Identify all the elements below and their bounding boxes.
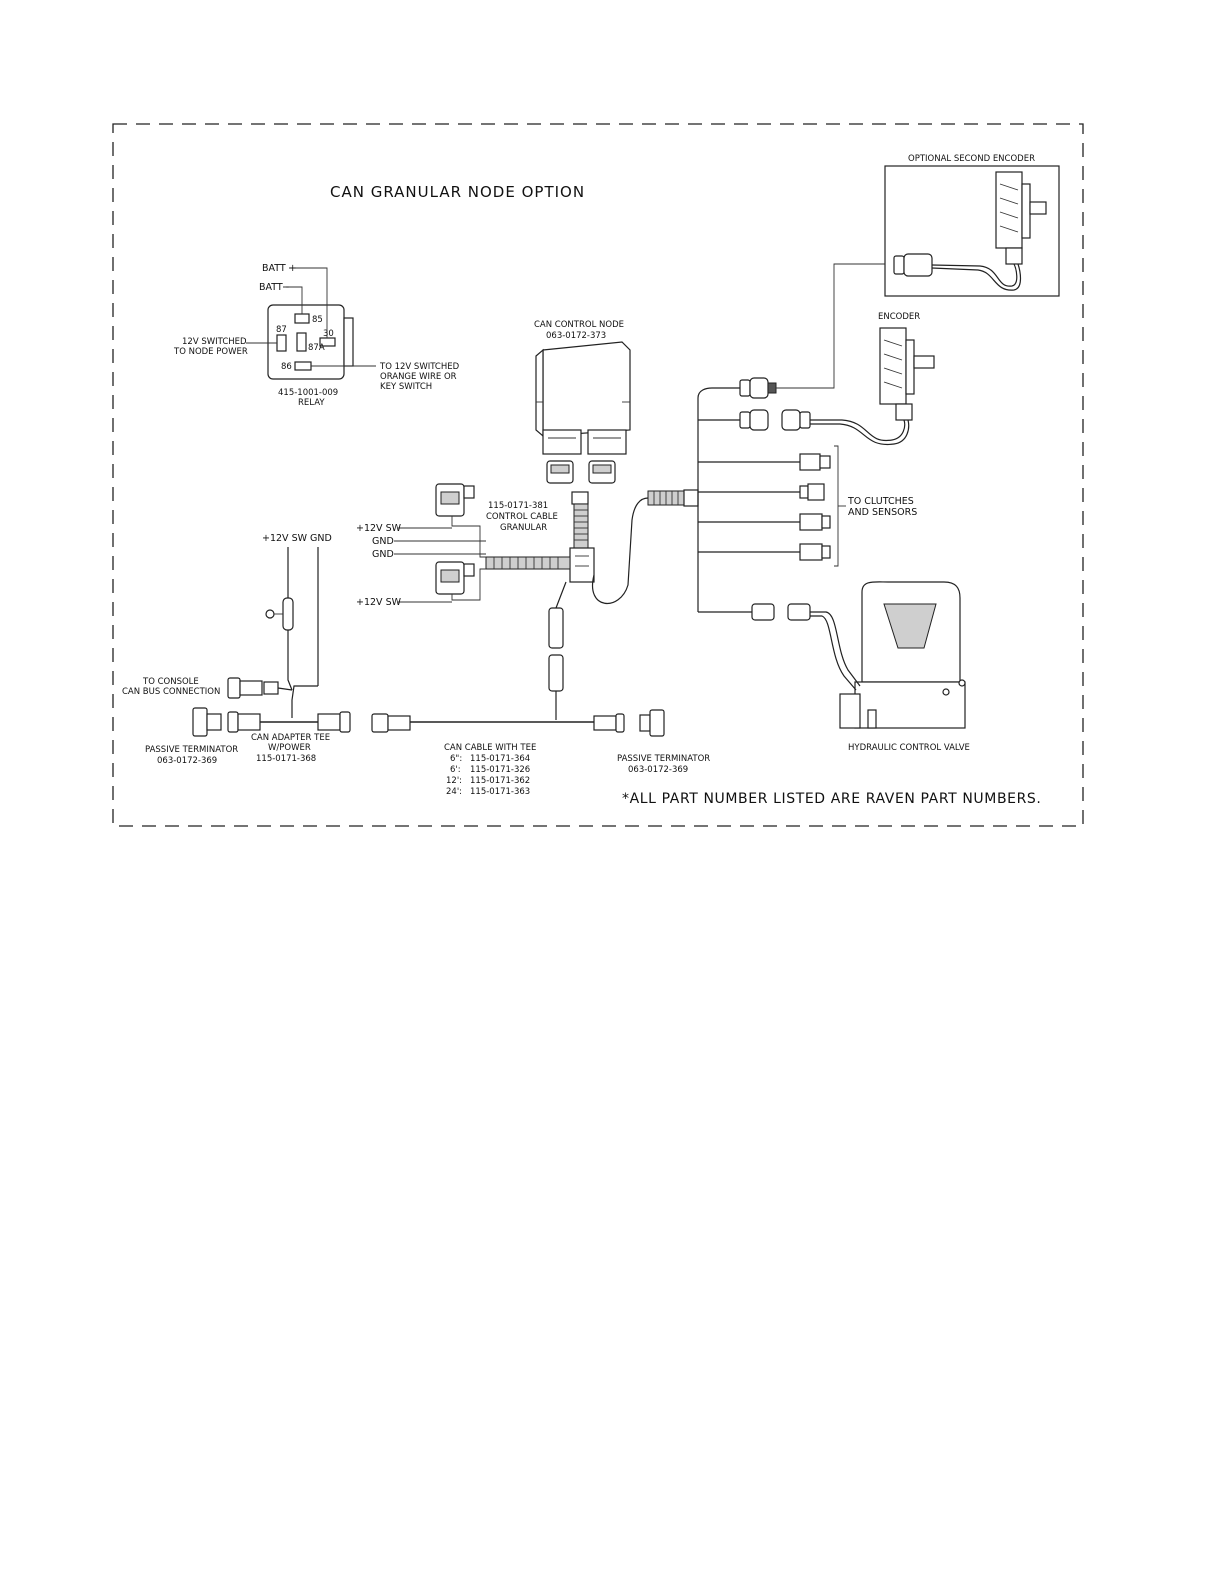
terminator-left-name: PASSIVE TERMINATOR [145,745,238,755]
can-cable-part-4: 115-0171-363 [470,787,530,797]
encoder-label: ENCODER [878,312,920,322]
relay-left-label-1: 12V SWITCHED [182,337,247,347]
clutches-line2: AND SENSORS [848,507,917,518]
hydraulic-control-valve: HYDRAULIC CONTROL VALVE [810,581,970,753]
console-line1: TO CONSOLE [142,677,199,687]
can-cable-with-tee: CAN CABLE WITH TEE 6": 115-0171-364 6': … [371,709,710,797]
can-cable-part-1: 115-0171-364 [470,754,530,764]
relay-right-label-1: TO 12V SWITCHED [379,362,460,372]
relay-part-number: 415-1001-009 [278,388,338,398]
relay-pin-87: 87 [276,325,287,335]
relay-left-label-2: TO NODE POWER [173,347,248,357]
terminator-right-part: 063-0172-369 [628,765,688,775]
footnote: *ALL PART NUMBER LISTED ARE RAVEN PART N… [622,791,1041,807]
relay-pin-85: 85 [312,315,323,325]
adapter-tee-line1: CAN ADAPTER TEE [251,733,330,743]
can-cable-part-3: 115-0171-362 [470,776,530,786]
relay-batt-minus: BATT - [259,282,289,293]
control-cable-line3: GRANULAR [500,523,547,533]
optional-encoder-label: OPTIONAL SECOND ENCODER [908,154,1035,164]
can-cable-len-4: 24': [446,787,462,797]
can-cable-len-3: 12': [446,776,462,786]
adapter-tee-line2: W/POWER [268,743,311,753]
can-adapter-tee: TO CONSOLE CAN BUS CONNECTION PASSIVE TE… [122,677,351,766]
output-harness: TO CLUTCHES AND SENSORS [697,377,917,621]
diagram-title: CAN GRANULAR NODE OPTION [330,183,585,201]
relay-pin-87a: 87A [308,343,325,353]
label-gnd-1: GND [372,536,394,547]
console-line2: CAN BUS CONNECTION [122,687,220,697]
relay-right-label-2: ORANGE WIRE OR [380,372,457,382]
label-12v-sw-top: +12V SW [356,523,402,534]
can-cable-name: CAN CABLE WITH TEE [444,743,536,753]
relay-right-label-3: KEY SWITCH [380,382,432,392]
clutches-line1: TO CLUTCHES [847,496,914,507]
label-12v-sw-bottom: +12V SW [356,597,402,608]
power-supply-lead: +12V SW GND [262,533,332,718]
can-cable-len-2: 6': [450,765,461,775]
relay-batt-plus: BATT + [262,263,297,274]
valve-label: HYDRAULIC CONTROL VALVE [848,743,970,753]
optional-second-encoder: OPTIONAL SECOND ENCODER [776,154,1060,389]
can-cable-part-2: 115-0171-326 [470,765,530,775]
diagram-border [112,123,1084,827]
power-pigtails: +12V SW GND GND +12V SW [356,483,486,608]
label-12v-sw-gnd: +12V SW GND [262,533,332,544]
relay-pin-86: 86 [281,362,292,372]
control-cable-granular: 115-0171-381 CONTROL CABLE GRANULAR [485,489,699,720]
node-part-number: 063-0172-373 [546,331,606,341]
can-control-node: CAN CONTROL NODE 063-0172-373 [534,320,631,505]
relay-name: RELAY [298,398,325,408]
encoder: ENCODER [810,312,935,446]
relay: 85 87 30 87A 86 BATT + BATT - 12V SWITCH… [173,263,460,408]
label-gnd-2: GND [372,549,394,560]
node-name: CAN CONTROL NODE [534,320,624,330]
can-cable-len-1: 6": [450,754,462,764]
relay-pin-30: 30 [323,329,334,339]
control-cable-part: 115-0171-381 [488,501,548,511]
control-cable-line2: CONTROL CABLE [486,512,558,522]
adapter-tee-part: 115-0171-368 [256,754,316,764]
terminator-left-part: 063-0172-369 [157,756,217,766]
terminator-right-name: PASSIVE TERMINATOR [617,754,710,764]
